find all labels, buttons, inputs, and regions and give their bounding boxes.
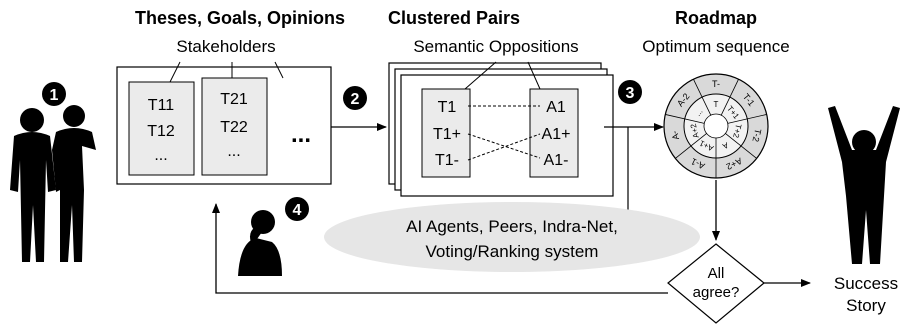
wheel-outer-label: T-2 — [750, 128, 763, 143]
pair-a1-plus: A1+ — [542, 126, 571, 143]
pair-left-box — [421, 88, 471, 178]
arrow-loop-back — [212, 203, 668, 294]
pair-a1-minus: A1- — [544, 152, 569, 169]
thesis-t21: T21 — [220, 91, 248, 108]
step-3-badge: 3 — [618, 80, 642, 104]
step-2-badge: 2 — [343, 86, 367, 110]
thinking-person-icon — [238, 210, 282, 276]
wheel-spoke — [725, 133, 757, 159]
decision-diamond — [667, 243, 765, 324]
stage2-title: Clustered Pairs — [388, 8, 520, 28]
stage2-subtitle: Semantic Oppositions — [413, 37, 578, 56]
opposition-links — [467, 105, 541, 161]
stage1-title: Theses, Goals, Opinions — [135, 8, 345, 28]
decision-line-1: All — [708, 265, 725, 282]
stage1-subtitle: Stakeholders — [176, 37, 275, 56]
stage3-subtitle: Optimum sequence — [642, 37, 789, 56]
step-2-number: 2 — [351, 91, 360, 108]
decision-line-2: agree? — [693, 284, 740, 301]
wheel-inner-label: A+2 — [689, 122, 701, 139]
step-1-number: 1 — [50, 87, 59, 104]
wheel-inner-label: A — [720, 140, 729, 151]
step-4-number: 4 — [293, 202, 302, 219]
wheel-outer-label: T- — [712, 79, 720, 89]
pair-a1: A1 — [546, 99, 566, 116]
agents-line-2: Voting/Ranking system — [426, 242, 599, 261]
outcome-line-1: Success — [834, 274, 898, 293]
thesis-column-2 — [201, 77, 268, 176]
pair-right-box — [529, 88, 579, 178]
thesis-ellipsis-1: ... — [154, 147, 167, 164]
wheel-spoke — [720, 78, 739, 116]
wheel-inner-label: ... — [693, 107, 704, 118]
step-1-badge: 1 — [42, 82, 66, 106]
pair-t1: T1 — [438, 99, 457, 116]
thesis-t12: T12 — [147, 123, 175, 140]
wheel-core — [703, 113, 729, 139]
thesis-t11: T11 — [148, 97, 174, 114]
thesis-column-1 — [128, 81, 195, 176]
stakeholders-people-icon — [10, 105, 96, 262]
thesis-t22: T22 — [220, 119, 248, 136]
agents-ellipse — [324, 202, 700, 272]
step-3-number: 3 — [626, 85, 635, 102]
wheel-inner-label: T — [714, 100, 719, 109]
wheel-spoke — [675, 133, 707, 159]
pair-t1-plus: T1+ — [433, 126, 461, 143]
wheel-spoke — [665, 114, 705, 124]
agents-line-1: AI Agents, Peers, Indra-Net, — [406, 217, 618, 236]
outcome-line-2: Story — [846, 296, 886, 315]
wheel-outer-label: A- — [669, 130, 681, 141]
wheel-spoke — [693, 78, 712, 116]
thesis-ellipsis-2: ... — [227, 143, 240, 160]
wheel-inner-label: T+2 — [731, 123, 743, 139]
pair-t1-minus: T1- — [435, 152, 459, 169]
success-person-icon — [828, 106, 900, 264]
step-4-badge: 4 — [285, 197, 309, 221]
wheel-spoke — [727, 114, 767, 124]
stage3-title: Roadmap — [675, 8, 757, 28]
more-columns-ellipsis: ... — [291, 121, 311, 148]
